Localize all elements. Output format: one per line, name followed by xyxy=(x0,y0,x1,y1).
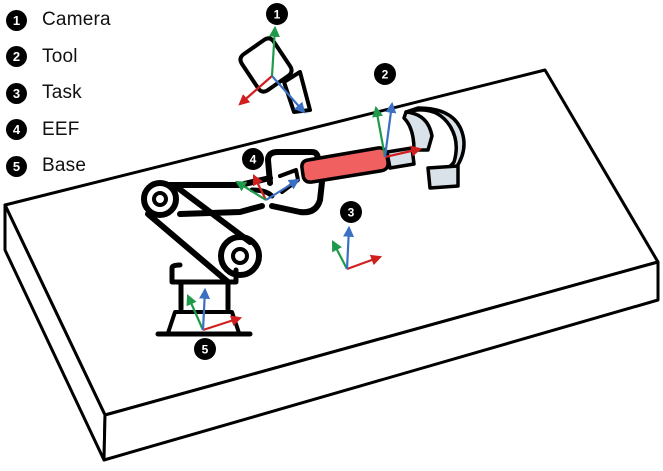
base-z-axis xyxy=(199,287,211,331)
camera-body xyxy=(238,36,294,94)
frame-marker-tool: 2 xyxy=(374,63,396,85)
legend-item-base: 5 Base xyxy=(6,148,111,185)
hammer-face xyxy=(426,164,460,190)
task-x-axis xyxy=(346,254,383,271)
legend-item-task: 3 Task xyxy=(6,75,111,112)
legend-item-camera: 1 Camera xyxy=(6,2,111,39)
frame-legend: 1 Camera 2 Tool 3 Task 4 EEF 5 Base xyxy=(6,2,111,185)
camera xyxy=(238,36,312,114)
legend-label: Tool xyxy=(42,45,78,67)
frame-marker-number: 5 xyxy=(202,343,209,357)
robot-gripper-lower-finger xyxy=(269,179,325,216)
legend-label: Camera xyxy=(42,9,111,31)
legend-label: Task xyxy=(42,82,82,104)
robot-column xyxy=(178,281,231,312)
tool-frame-axes xyxy=(372,101,423,159)
robot-shoulder-hub xyxy=(152,191,168,207)
robot-shoulder-joint xyxy=(141,180,179,218)
legend-badge: 5 xyxy=(6,155,27,177)
tool-x-axis xyxy=(384,145,423,159)
frame-marker-task: 3 xyxy=(340,201,362,223)
camera-z-axis xyxy=(271,75,306,114)
base-x-axis xyxy=(202,315,243,332)
legend-label: Base xyxy=(42,155,87,177)
task-z-axis xyxy=(343,225,355,270)
robot-elbow-hub xyxy=(231,247,249,265)
eef-x-axis xyxy=(253,174,267,201)
eef-frame-axes xyxy=(235,174,300,201)
camera-y-axis xyxy=(268,25,280,77)
eef-z-axis xyxy=(265,178,300,201)
legend-badge: 4 xyxy=(6,119,27,141)
legend-badge: 1 xyxy=(6,9,27,31)
camera-x-axis xyxy=(238,75,273,106)
frame-marker-base: 5 xyxy=(194,338,216,360)
legend-item-eef: 4 EEF xyxy=(6,112,111,149)
legend-label: EEF xyxy=(42,118,80,140)
robot-wrist xyxy=(249,187,275,199)
base-frame-axes xyxy=(186,287,243,332)
tool-y-axis xyxy=(372,105,387,158)
tool-z-axis xyxy=(383,101,397,158)
frame-marker-number: 4 xyxy=(250,153,257,167)
camera-frame-axes xyxy=(238,25,306,114)
table-side-face xyxy=(102,260,660,462)
frame-marker-camera: 1 xyxy=(266,3,288,25)
table xyxy=(3,68,660,462)
frame-marker-number: 2 xyxy=(382,68,389,82)
camera-lens xyxy=(282,70,312,114)
frame-marker-number: 3 xyxy=(348,206,355,220)
legend-badge: 3 xyxy=(6,82,27,104)
robot-elbow-joint xyxy=(218,234,262,278)
task-y-axis xyxy=(331,240,348,270)
base-y-axis xyxy=(186,293,205,331)
frame-marker-eef: 4 xyxy=(242,148,264,170)
frame-marker-number: 1 xyxy=(274,8,281,22)
legend-badge: 2 xyxy=(6,46,27,68)
robot-arm xyxy=(141,149,325,337)
legend-item-tool: 2 Tool xyxy=(6,39,111,76)
task-frame-axes xyxy=(331,225,383,271)
eef-y-axis xyxy=(235,180,267,201)
